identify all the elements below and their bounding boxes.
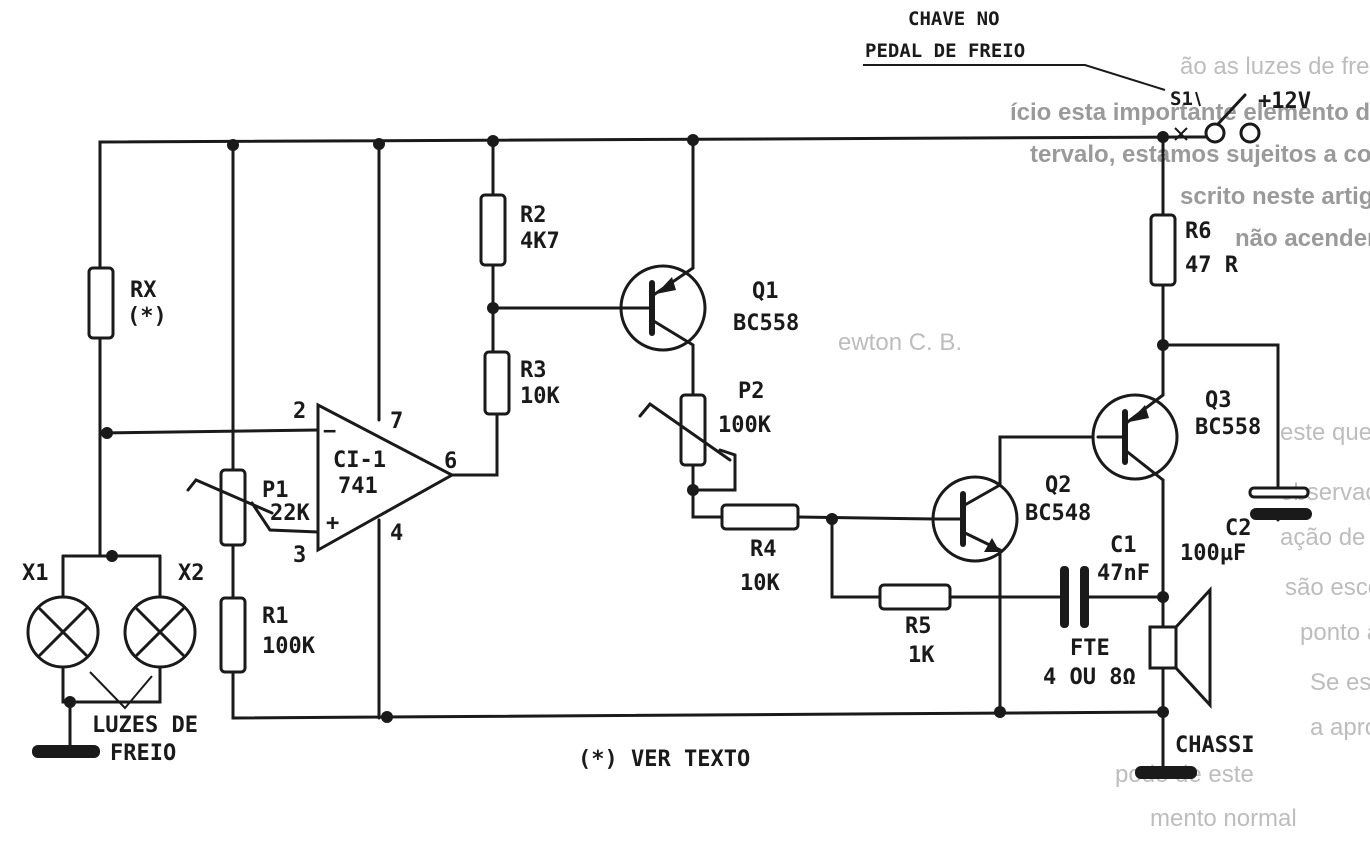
label-q2: Q2 [1045,473,1072,498]
lamps-callout [89,671,153,710]
value-q3: BC558 [1195,415,1261,440]
value-ic: 741 [338,474,378,499]
resistor-r3 [483,350,511,416]
value-q1: BC558 [733,311,799,336]
label-r6: R6 [1185,219,1212,244]
resistor-r6 [1149,213,1177,287]
lamp-x1 [26,595,100,669]
label-chassis: CHASSI [1175,733,1254,758]
potentiometer-p2 [638,393,732,467]
value-c1: 47nF [1097,561,1150,586]
label-x1: X1 [22,561,49,586]
bg-line-10: são escolhida, e sem fim [1285,574,1370,601]
capacitor-c1 [1060,566,1089,628]
label-q1: Q1 [752,279,779,304]
capacitor-c2 [1248,486,1312,520]
value-p2: 100K [718,413,772,438]
label-ic: CI-1 [333,448,386,473]
value-r6: 47 R [1185,253,1239,278]
bg-line-11: ponto à saída e à ligação [1300,619,1370,646]
ic-pin-4: 4 [390,521,403,546]
ic-minus-sign: − [323,419,336,444]
label-p2: P2 [738,379,765,404]
value-r4: 10K [740,571,780,596]
lamp-x2 [123,595,197,669]
bg-line-6: ewton C. B. [838,329,962,356]
switch-s1 [1174,91,1261,144]
label-x2: X2 [178,561,205,586]
resistor-r2 [479,193,507,267]
switch-caption-line1: CHAVE NO [908,8,1000,30]
potentiometer-p1 [186,468,274,547]
bg-line-3: tervalo, estamos sujeitos a colisão tras… [1030,141,1370,168]
bg-line-9: ação de aplicação ao de fácil [1280,524,1370,551]
bg-line-7: este que no intervalo entre as [1280,419,1370,446]
bg-line-13: a apropriadamente [1310,714,1370,741]
wires [61,135,1280,772]
label-q3: Q3 [1205,388,1232,413]
switch-caption-line2: PEDAL DE FREIO [865,40,1025,62]
ground-right [1135,766,1197,779]
label-r2: R2 [520,203,547,228]
label-rx: RX [130,278,157,303]
value-c2: 100µF [1180,541,1246,566]
ic-plus-sign: + [326,511,339,536]
label-r5: R5 [905,614,932,639]
value-r3: 10K [520,384,560,409]
ic-pin-6: 6 [444,449,457,474]
bg-line-4: scrito neste artigo, um sinalizador de g… [1180,183,1370,210]
label-lamps-line1: LUZES DE [92,713,198,738]
transistor-q2 [931,475,1019,563]
background-bleed-text: ão as luzes de freio deve ser instalado … [838,53,1370,832]
label-c2: C2 [1225,516,1252,541]
opamp-ci1: − + [316,402,456,553]
bg-line-2: ício esta importante elemento de seguran… [1010,99,1370,126]
value-p1: 22K [270,501,310,526]
label-note: (*) VER TEXTO [578,747,750,772]
transistor-q3 [1091,393,1179,482]
value-fte: 4 OU 8Ω [1043,665,1136,690]
label-c1: C1 [1110,533,1137,558]
ground-left [32,745,100,758]
resistor-r1 [219,596,247,674]
value-r1: 100K [262,634,316,659]
label-supply: +12V [1258,89,1311,114]
label-p1: P1 [262,478,289,503]
label-r3: R3 [520,358,547,383]
label-r1: R1 [262,604,289,629]
resistor-r4 [720,503,800,531]
resistor-rx [87,266,115,340]
transistor-q1 [619,264,707,352]
bg-line-12: Se esta pode, a menção [1310,669,1370,696]
labels: CHAVE NO PEDAL DE FREIO S1 +12V RX (*) R… [22,8,1311,772]
ic-pin-7: 7 [390,409,403,434]
speaker-fte [1148,586,1212,709]
value-r5: 1K [908,643,935,668]
junction-dots [64,131,1169,723]
bg-line-15: mento normal [1150,805,1297,832]
label-lamps-line2: FREIO [110,741,176,766]
resistor-r5 [878,583,952,611]
ic-pin-2: 2 [293,399,306,424]
value-r2: 4K7 [520,229,560,254]
ic-pin-3: 3 [293,543,306,568]
label-rx-note: (*) [127,304,167,329]
bg-line-1: ão as luzes de freio deve ser instalado … [1180,53,1370,80]
switch-caption-underline [863,64,1166,91]
bg-line-5: não acender uma das luzes de freio. [1235,225,1370,252]
value-q2: BC548 [1025,501,1091,526]
label-r4: R4 [750,537,777,562]
label-fte: FTE [1070,636,1110,661]
label-s1: S1 [1170,88,1193,110]
